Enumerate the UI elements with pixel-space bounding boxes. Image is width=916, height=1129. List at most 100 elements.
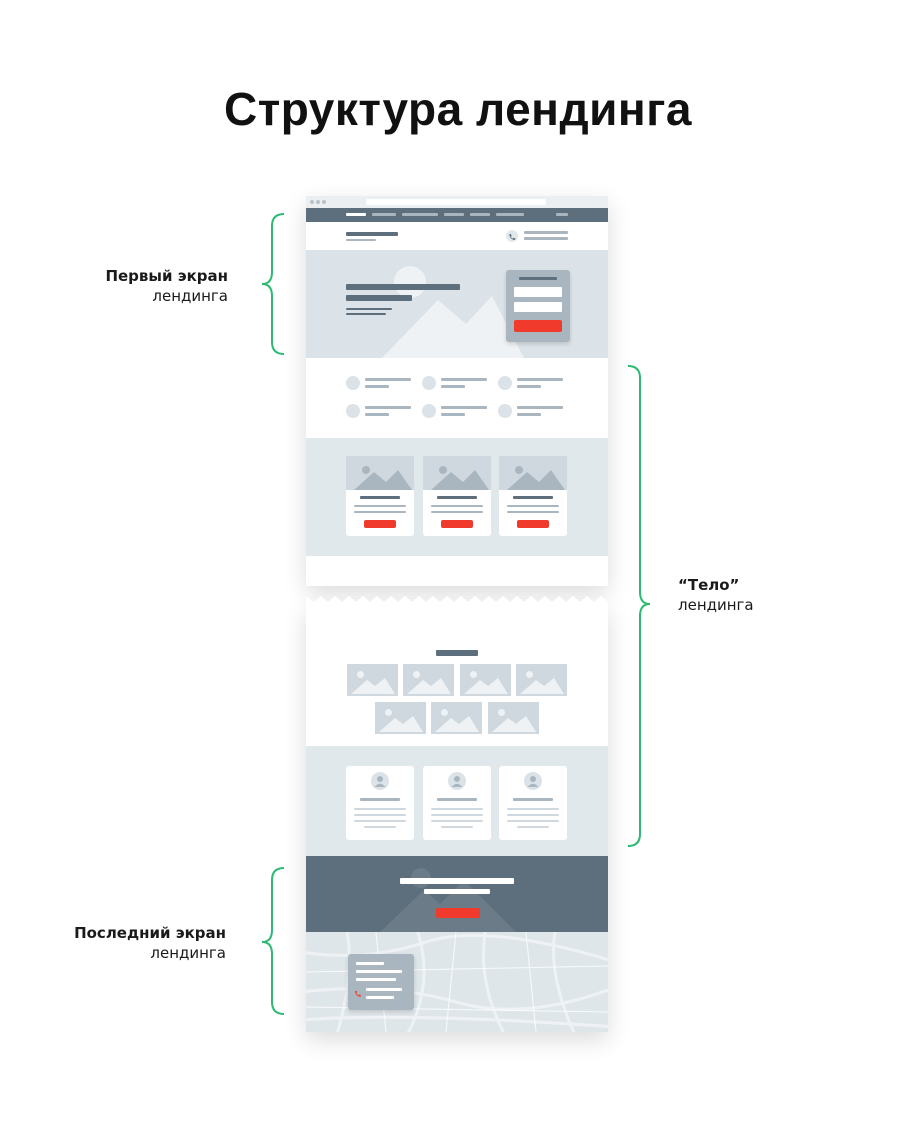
advantage-text bbox=[365, 378, 411, 381]
image-sun bbox=[498, 709, 505, 716]
card-title bbox=[437, 496, 477, 499]
cta-subline bbox=[424, 889, 490, 894]
phone-icon bbox=[506, 230, 518, 242]
image-mountain bbox=[492, 716, 536, 732]
image-mountain bbox=[351, 678, 395, 694]
torn-edge-top bbox=[306, 596, 608, 606]
logo-bar bbox=[346, 232, 398, 236]
cta-section bbox=[306, 856, 608, 932]
page-title: Структура лендинга bbox=[224, 83, 692, 135]
advantage-icon bbox=[498, 376, 512, 390]
testimonial-text bbox=[354, 820, 406, 822]
label-last-screen-bold: Последний экран bbox=[74, 924, 226, 942]
wireframe-bottom bbox=[306, 596, 608, 1032]
card-button bbox=[441, 520, 473, 528]
image-sun bbox=[385, 709, 392, 716]
gallery-image bbox=[431, 702, 482, 734]
bracket-last-screen bbox=[261, 867, 285, 1015]
testimonial-card bbox=[499, 766, 567, 840]
bracket-first-screen bbox=[261, 213, 285, 355]
card-title bbox=[360, 496, 400, 499]
cta-bg-mountain bbox=[380, 868, 516, 932]
image-mountain bbox=[464, 678, 508, 694]
advantage-text bbox=[441, 385, 465, 388]
gallery-image bbox=[347, 664, 398, 696]
contacts-line bbox=[356, 970, 402, 973]
image-sun bbox=[470, 671, 477, 678]
advantage-icon bbox=[498, 404, 512, 418]
image-mountain bbox=[407, 678, 451, 694]
image-mountain bbox=[354, 470, 412, 490]
products-section bbox=[306, 438, 608, 556]
phone-glyph bbox=[509, 234, 516, 240]
form-title bbox=[519, 277, 557, 280]
card-text bbox=[431, 505, 483, 507]
advantage-text bbox=[365, 413, 389, 416]
gallery-image bbox=[403, 664, 454, 696]
image-sun bbox=[526, 671, 533, 678]
window-dot bbox=[310, 200, 314, 204]
hero-text-2 bbox=[346, 313, 386, 315]
browser-chrome bbox=[306, 196, 608, 208]
address-bar bbox=[366, 199, 546, 205]
testimonial-card bbox=[346, 766, 414, 840]
testimonial-text bbox=[441, 826, 473, 828]
testimonial-text bbox=[431, 820, 483, 822]
nav-item bbox=[496, 213, 524, 216]
gallery-image bbox=[375, 702, 426, 734]
card-button bbox=[364, 520, 396, 528]
advantage-text bbox=[365, 385, 389, 388]
advantage-text bbox=[441, 413, 465, 416]
contacts-line bbox=[366, 996, 394, 999]
phone-subbar bbox=[524, 237, 568, 240]
hero-headline bbox=[346, 284, 460, 290]
gallery-section bbox=[306, 604, 608, 746]
card-text bbox=[507, 505, 559, 507]
hero-section bbox=[306, 250, 608, 358]
gallery-image bbox=[516, 664, 567, 696]
testimonial-name bbox=[513, 798, 553, 801]
contacts-map-section bbox=[306, 932, 608, 1032]
image-sun bbox=[362, 466, 370, 474]
testimonial-text bbox=[431, 808, 483, 810]
window-dot bbox=[322, 200, 326, 204]
bracket-body bbox=[627, 365, 651, 847]
lead-form bbox=[506, 270, 570, 342]
image-sun bbox=[515, 466, 523, 474]
label-body-normal: лендинга bbox=[678, 596, 754, 614]
image-sun bbox=[357, 671, 364, 678]
logo-subbar bbox=[346, 239, 376, 241]
label-body-bold: “Тело” bbox=[678, 576, 740, 594]
card-text bbox=[354, 505, 406, 507]
image-placeholder-icon bbox=[499, 456, 567, 490]
cta-headline bbox=[400, 878, 514, 884]
form-submit-button bbox=[514, 320, 562, 332]
image-mountain bbox=[379, 716, 423, 732]
testimonial-name bbox=[437, 798, 477, 801]
label-body: “Тело” лендинга bbox=[678, 575, 754, 615]
gallery-image bbox=[488, 702, 539, 734]
advantage-text bbox=[441, 406, 487, 409]
card-title bbox=[513, 496, 553, 499]
nav-item bbox=[402, 213, 438, 216]
gallery-image bbox=[460, 664, 511, 696]
testimonial-text bbox=[507, 808, 559, 810]
cta-button bbox=[436, 908, 480, 918]
testimonial-card bbox=[423, 766, 491, 840]
product-card bbox=[346, 456, 414, 536]
card-text bbox=[507, 511, 559, 513]
site-header bbox=[306, 222, 608, 250]
user-icon bbox=[371, 772, 389, 790]
image-sun bbox=[439, 466, 447, 474]
form-input bbox=[514, 302, 562, 312]
testimonial-text bbox=[431, 814, 483, 816]
contacts-line bbox=[356, 962, 384, 965]
gallery-title bbox=[436, 650, 478, 656]
advantage-icon bbox=[346, 404, 360, 418]
user-icon bbox=[448, 772, 466, 790]
image-mountain bbox=[431, 470, 489, 490]
phone-glyph bbox=[355, 991, 361, 997]
torn-edge-bottom bbox=[306, 576, 608, 585]
contacts-card bbox=[348, 954, 414, 1010]
product-card bbox=[423, 456, 491, 536]
